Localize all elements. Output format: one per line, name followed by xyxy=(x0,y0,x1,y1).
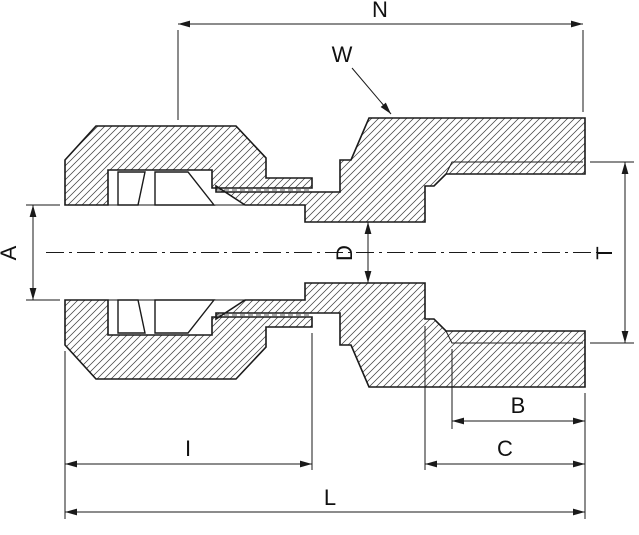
dimension-T: T xyxy=(590,161,634,344)
female-thread-line-lower xyxy=(445,330,583,344)
dimension-W: W xyxy=(332,42,392,115)
female-thread-line-upper xyxy=(445,161,583,175)
dim-label-a: A xyxy=(0,245,21,260)
dimension-I: I xyxy=(65,333,313,470)
back-ferrule-upper xyxy=(117,171,146,206)
body-section-lower xyxy=(215,282,586,388)
dimension-A: A xyxy=(0,204,60,301)
dim-label-w: W xyxy=(332,42,353,67)
dim-label-b: B xyxy=(511,393,526,418)
dimension-B: B xyxy=(451,349,585,429)
back-ferrule-lower xyxy=(117,299,146,334)
dim-label-d: D xyxy=(332,245,357,261)
dim-label-l: L xyxy=(324,485,336,510)
dim-label-n: N xyxy=(372,0,388,22)
leader-line-W xyxy=(351,67,392,115)
fitting-cross-section xyxy=(46,117,602,388)
front-ferrule-lower xyxy=(154,299,216,334)
dim-label-t: T xyxy=(592,246,617,259)
body-section-upper xyxy=(215,117,586,223)
dimension-C: C xyxy=(424,326,585,470)
dimension-N: N xyxy=(177,0,584,120)
dimension-D: D xyxy=(332,222,372,283)
dim-label-c: C xyxy=(497,436,513,461)
dim-label-i: I xyxy=(185,436,191,461)
dimension-annotations: N W A D T B xyxy=(0,0,634,519)
dimension-L: L xyxy=(65,485,585,516)
front-ferrule-upper xyxy=(154,171,216,206)
